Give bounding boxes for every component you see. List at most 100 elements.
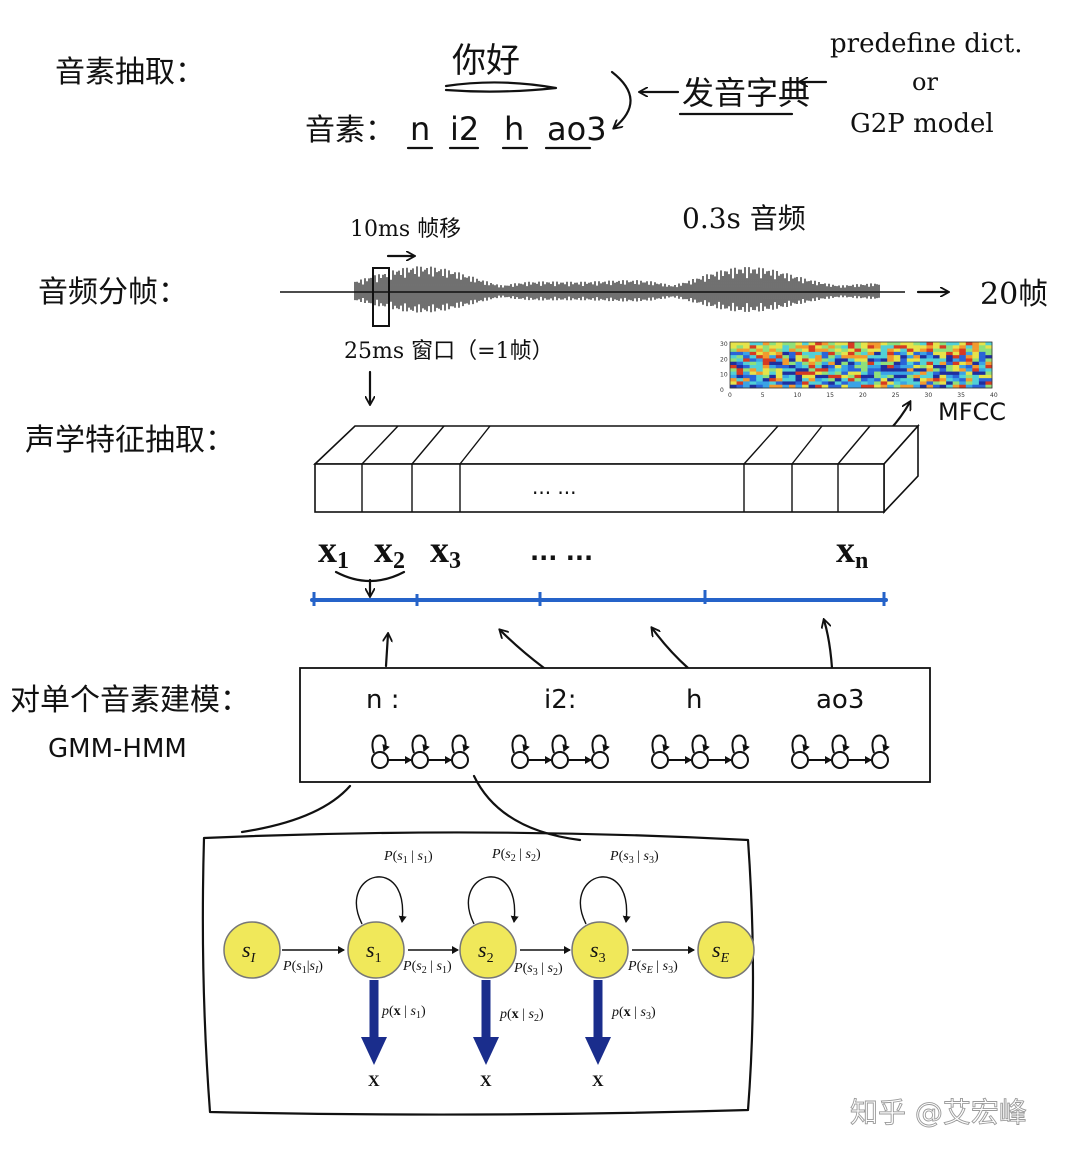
mfcc-cell [919,351,927,356]
mfcc-cell [795,355,803,359]
state-s2 [459,921,517,979]
mfcc-cell [815,371,822,376]
mfcc-cell [985,345,993,349]
mfcc-cell [952,378,960,382]
mfcc-cell [730,374,737,379]
mfcc-cell [874,348,881,353]
mfcc-cell [788,345,796,349]
mfcc-cell [802,342,809,346]
mfcc-cell [919,381,927,386]
mfcc-cell [841,342,849,346]
mfcc-cell [919,378,927,382]
mfcc-cell [802,371,809,376]
mfcc-cell [775,381,783,386]
mfcc-cell [782,351,790,356]
mfcc-cell [952,345,960,349]
mfcc-cell [926,351,934,356]
mfcc-cell [926,342,934,346]
mfcc-cell [893,342,901,346]
mfcc-cell [880,361,888,366]
mfcc-cell [906,374,914,379]
mfcc-cell [880,368,888,372]
mfcc-cell [926,371,934,376]
gmm-hmm-label: GMM-HMM [48,734,187,764]
mfcc-cell [782,384,790,389]
mfcc-cell [782,368,790,372]
mfcc-cell [769,384,777,389]
mfcc-cell [972,378,980,382]
mfcc-cell [867,348,875,353]
mfcc-cell [946,384,953,389]
mfcc-cell [959,371,967,376]
mfcc-heatmap [729,341,993,389]
mfcc-cell [959,384,967,389]
mfcc-cell [756,368,764,372]
mfcc-cell [919,374,927,379]
mfcc-cell [782,365,790,369]
mfcc-cell [808,368,816,372]
mfcc-cell [880,345,888,349]
mfcc-cell [802,351,809,356]
mfcc-cell [736,378,744,382]
mfcc-cell [736,348,744,353]
mfcc-cell [730,381,737,386]
mfcc-cell [906,355,914,359]
mfcc-cell [854,384,862,389]
mfcc-cell [828,368,836,372]
phoneme-modeling-label: 对单个音素建模： [10,683,250,718]
mfcc-cell [756,342,764,346]
mfcc-cell [946,358,953,363]
mfcc-cell [854,381,862,386]
zoom-line-left [240,784,352,834]
mfcc-cell [841,378,849,382]
mfcc-cell [978,378,986,382]
mfcc-cell [893,368,901,372]
mfcc-cell [782,355,790,359]
trans-label-sI-s1: P(s1|sI) [282,959,323,976]
mfcc-cell [861,355,868,359]
observation-x2: X [480,1073,492,1090]
mfcc-cell [749,365,757,369]
loop-label-s1: P(s1 | s1) [383,849,433,866]
frame-count: 20帧 [980,277,1048,312]
mfcc-cell [828,345,836,349]
mfcc-cell [900,374,908,379]
mfcc-cell [906,371,914,376]
mfcc-cell [978,355,986,359]
mfcc-cell [841,384,849,389]
mfcc-cell [900,351,908,356]
mfcc-cell [926,361,934,366]
mfcc-cell [841,348,849,353]
mfcc-cell [985,348,993,353]
mfcc-cell [959,351,967,356]
mfcc-cell [959,361,967,366]
mfcc-cell [900,345,908,349]
loop-label-s2: P(s2 | s2) [491,847,541,864]
mfcc-cell [769,355,777,359]
mfcc-cell [893,378,901,382]
mfcc-cell [919,358,927,363]
mfcc-cell [946,368,953,372]
mfcc-cell [985,371,993,376]
mfcc-cell [874,345,881,349]
mfcc-cell [854,361,862,366]
mfcc-cell [893,348,901,353]
mfcc-cell [775,365,783,369]
mfcc-cell [762,368,770,372]
mfcc-cell [952,365,960,369]
mfcc-cell [972,384,980,389]
mfcc-cell [821,342,829,346]
source-g2p-model: G2P model [850,109,994,139]
mini-hmm-state [791,751,809,769]
mfcc-cell [802,378,809,382]
mfcc-cell [847,358,855,363]
mfcc-cell [959,342,967,346]
mfcc-cell [887,381,895,386]
mfcc-cell [841,381,849,386]
mfcc-cell [730,378,737,382]
mfcc-cell [952,358,960,363]
mfcc-cell [769,378,777,382]
mfcc-cell [946,342,953,346]
phoneme-prefix: 音素： [305,113,395,148]
mfcc-cell [887,358,895,363]
